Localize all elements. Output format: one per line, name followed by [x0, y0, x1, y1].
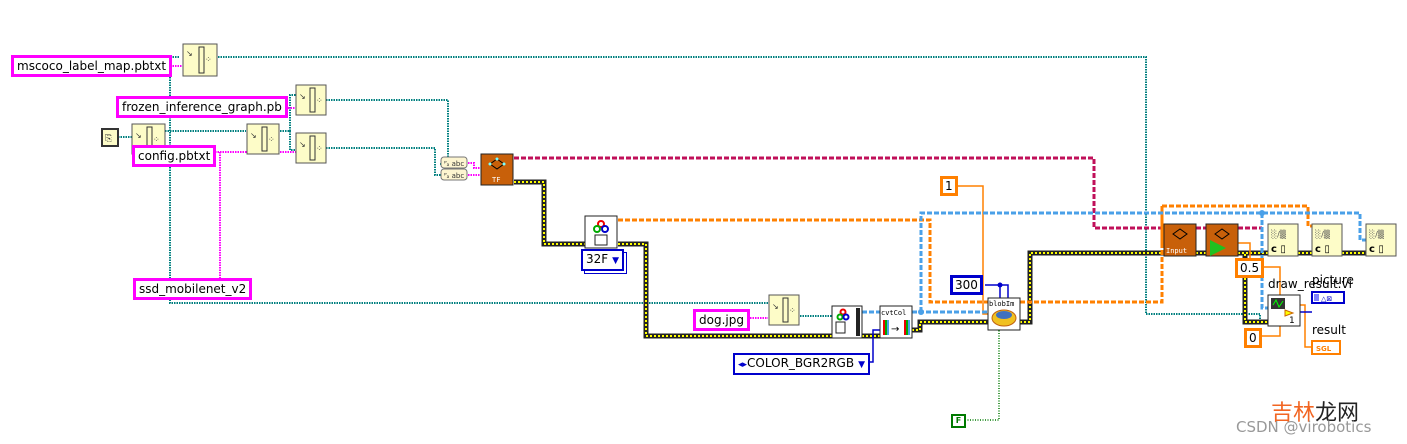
svg-text:↘: ↘: [186, 49, 193, 58]
svg-text:⎘: ⎘: [105, 134, 112, 144]
dropdown-arrow-icon: ▼: [612, 256, 620, 266]
tf-load-node[interactable]: TF: [480, 153, 514, 186]
threshold-constant[interactable]: 0.5: [1235, 258, 1265, 278]
svg-text:░/▒: ░/▒: [1271, 229, 1287, 239]
mat-type-value: 32F: [586, 252, 609, 266]
draw-result-index: 1: [1289, 316, 1295, 326]
zero-constant[interactable]: 0: [1244, 328, 1262, 348]
build-path-node[interactable]: ↘⁘: [246, 123, 280, 155]
svg-text:⁘: ⁘: [205, 55, 212, 64]
config-constant[interactable]: config.pbtxt: [132, 145, 217, 167]
cvt-color-label: cvtCol: [881, 309, 906, 317]
tf-node-label: TF: [492, 176, 500, 184]
enum-increment-icon: ◂▸: [738, 360, 748, 370]
orange-scalar-wires: [957, 185, 1312, 348]
build-path-node[interactable]: ↘⁘: [182, 43, 218, 77]
svg-text:↘: ↘: [250, 131, 257, 140]
path-to-string-node[interactable]: ᴾₐ abc: [440, 168, 468, 181]
color-code-value: COLOR_BGR2RGB: [747, 356, 855, 370]
label-map-constant[interactable]: mscoco_label_map.pbtxt: [11, 55, 173, 77]
path-wires: [118, 56, 1261, 322]
refnum-wires: [514, 156, 1262, 230]
net-set-input-node[interactable]: Input: [1163, 223, 1197, 257]
cvt-color-node[interactable]: cvtCol →: [879, 305, 913, 339]
blob-from-image-node[interactable]: blobIm: [987, 297, 1021, 331]
release-node[interactable]: ░/▒ c ▯: [1267, 223, 1299, 257]
image-wire-junction: [918, 309, 924, 315]
model-name-constant[interactable]: ssd_mobilenet_v2: [133, 278, 253, 300]
svg-text:░/▒: ░/▒: [1369, 229, 1385, 239]
scale-constant[interactable]: 1: [940, 176, 958, 196]
picture-indicator[interactable]: △⊠: [1311, 291, 1345, 304]
image-wires: [862, 211, 1366, 314]
build-path-node[interactable]: ↘⁘: [295, 84, 327, 116]
svg-text:⁘: ⁘: [153, 135, 160, 144]
watermark-cn: 吉林龙网: [1271, 395, 1359, 427]
imread-node[interactable]: [831, 305, 863, 339]
input-node-label: Input: [1166, 247, 1187, 255]
create-mat-node[interactable]: [584, 215, 618, 249]
result-indicator[interactable]: SGL: [1311, 340, 1341, 355]
svg-text:c ▯: c ▯: [1315, 244, 1330, 255]
image-wire-junction-2: [1259, 210, 1265, 216]
svg-text:⁘: ⁘: [789, 306, 796, 315]
current-vi-path-node[interactable]: ⎘: [101, 128, 119, 147]
boolean-wire: [965, 330, 1000, 421]
size-constant[interactable]: 300: [950, 275, 983, 295]
dropdown-arrow-icon: ▼: [858, 360, 865, 370]
release-node[interactable]: ░/▒ c ▯: [1311, 223, 1343, 257]
draw-result-subvi[interactable]: 1: [1267, 294, 1301, 327]
svg-text:⁘: ⁘: [316, 144, 323, 153]
false-constant[interactable]: F: [951, 414, 966, 428]
svg-text:↘: ↘: [299, 140, 306, 149]
svg-text:ᴾₐ abc: ᴾₐ abc: [444, 160, 464, 168]
svg-text:↘: ↘: [299, 92, 306, 101]
svg-text:↘: ↘: [135, 131, 142, 140]
wire-label-map-path: [218, 56, 1261, 322]
svg-text:c ▯: c ▯: [1271, 244, 1286, 255]
frozen-graph-constant[interactable]: frozen_inference_graph.pb: [116, 96, 288, 118]
svg-text:ᴾₐ abc: ᴾₐ abc: [444, 172, 464, 180]
svg-text:░/▒: ░/▒: [1315, 229, 1331, 239]
svg-text:→: →: [891, 324, 899, 335]
result-type-label: SGL: [1316, 345, 1332, 353]
mat-type-ring[interactable]: 32F▼: [581, 249, 625, 271]
blob-label: blobIm: [989, 300, 1014, 308]
build-path-node[interactable]: ↘⁘: [768, 294, 800, 326]
draw-result-label: draw_result.vi: [1268, 277, 1352, 291]
svg-text:c ▯: c ▯: [1369, 244, 1384, 255]
svg-text:⁘: ⁘: [268, 135, 275, 144]
image-file-constant[interactable]: dog.jpg: [693, 309, 750, 331]
path-to-string-node[interactable]: ᴾₐ abc: [440, 156, 468, 169]
color-code-enum[interactable]: ◂▸COLOR_BGR2RGB▼: [733, 353, 870, 375]
watermark-cn-2: 龙网: [1315, 401, 1360, 426]
error-wires: [514, 179, 1366, 339]
watermark-en: CSDN @virobotics: [1236, 418, 1372, 436]
watermark-cn-1: 吉林: [1271, 401, 1316, 426]
net-forward-node[interactable]: [1205, 223, 1239, 257]
svg-text:⁘: ⁘: [316, 96, 323, 105]
svg-text:↘: ↘: [772, 302, 779, 311]
release-node[interactable]: ░/▒ c ▯: [1365, 223, 1397, 257]
picture-label: picture: [1312, 273, 1354, 287]
result-label: result: [1312, 323, 1346, 337]
build-path-node[interactable]: ↘⁘: [295, 132, 327, 164]
svg-text:△⊠: △⊠: [1321, 295, 1332, 303]
integer-junction: [997, 282, 1003, 288]
